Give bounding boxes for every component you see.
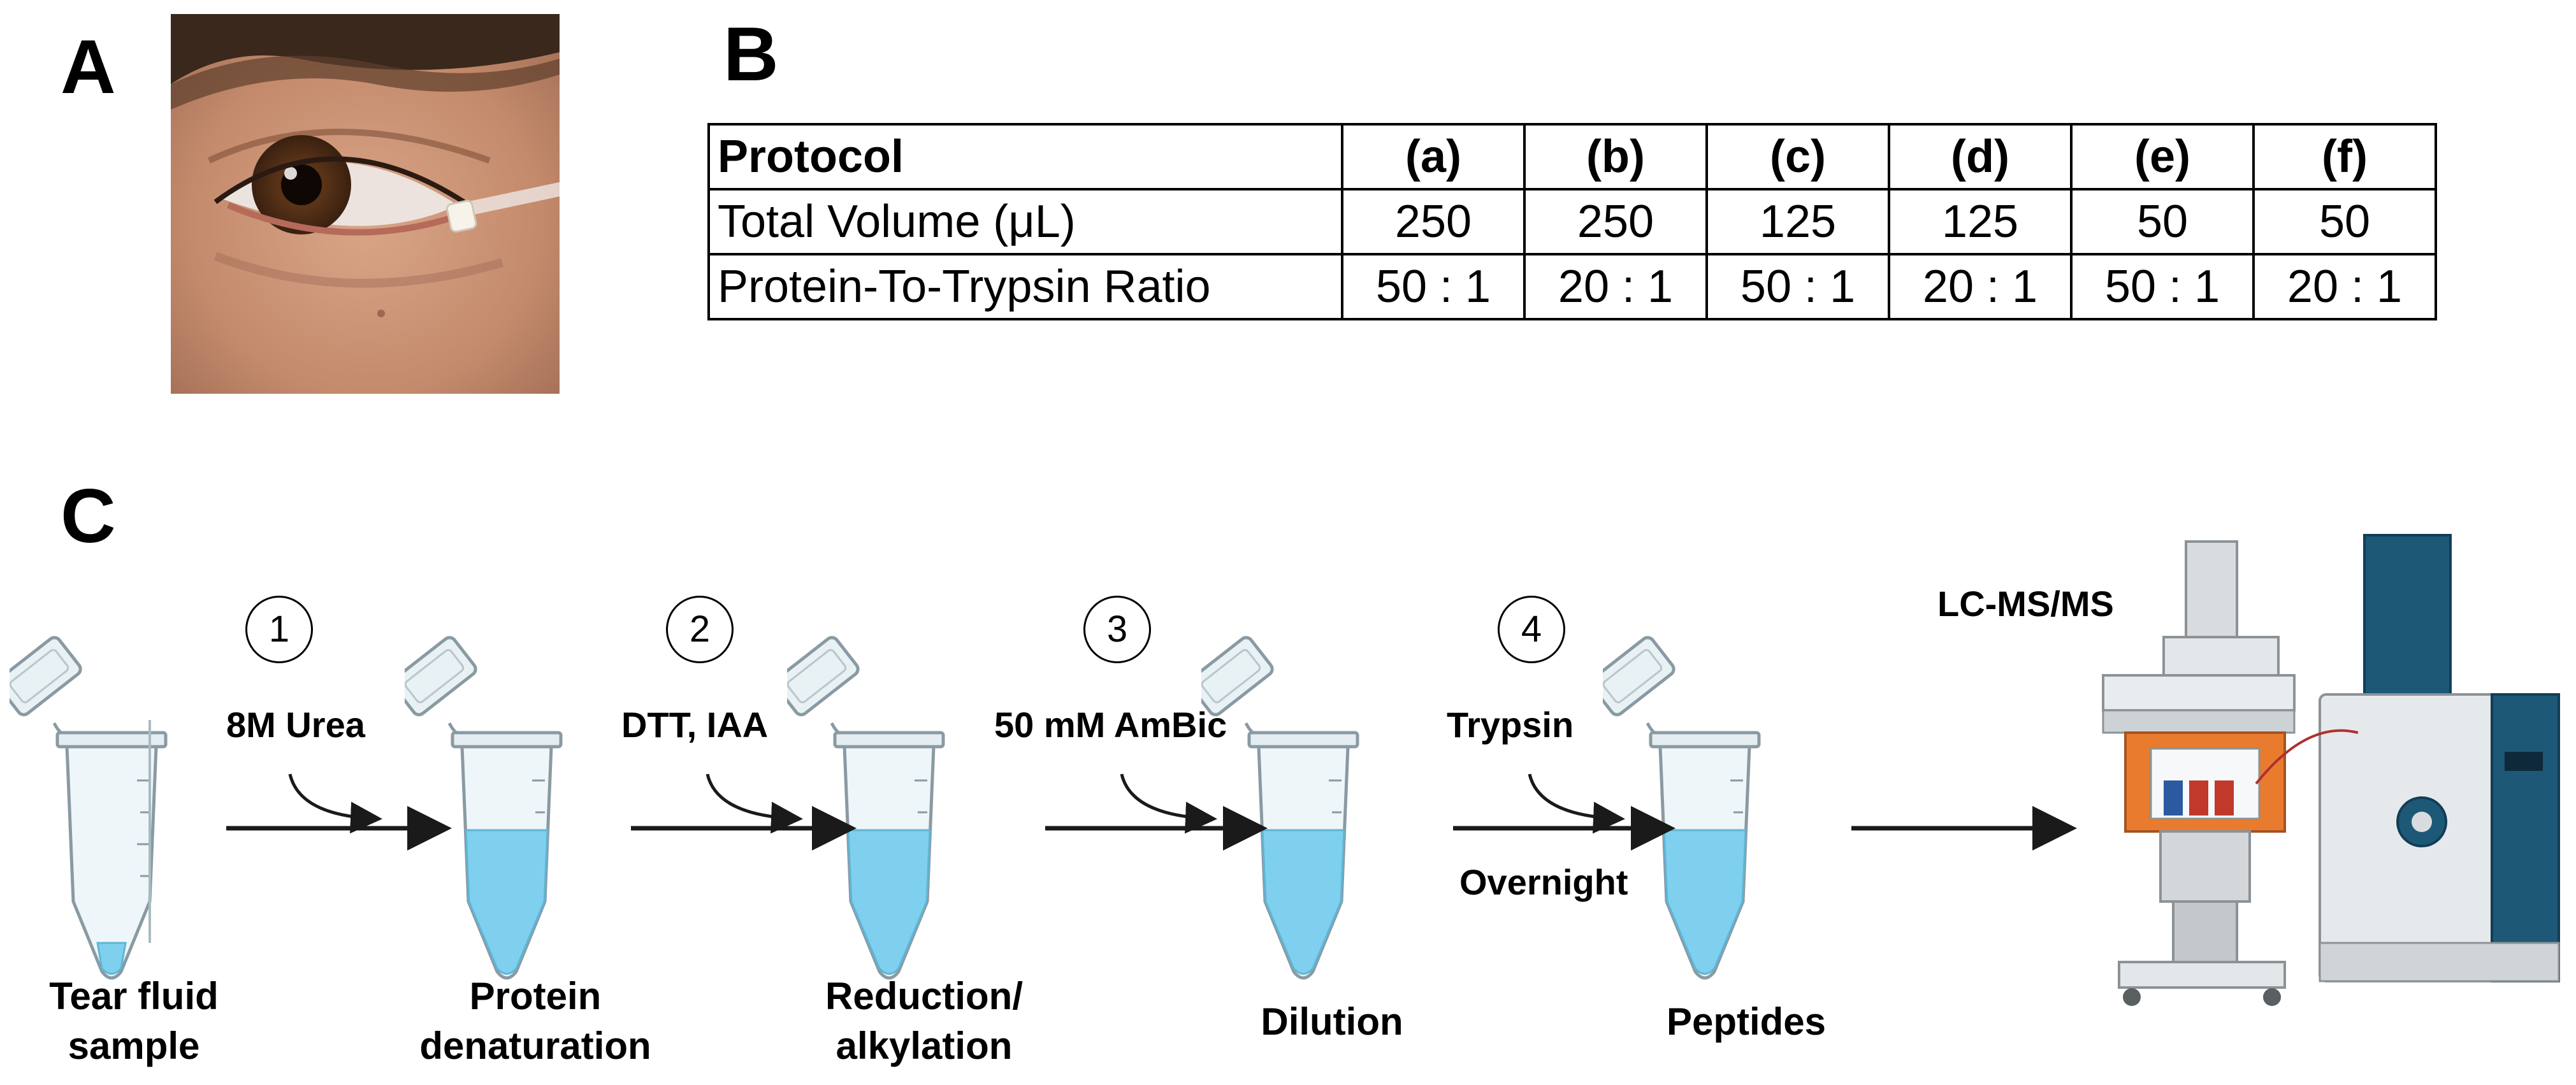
- tube-label-peptides: Peptides: [1606, 997, 1886, 1047]
- lc-ms-instrument: [2102, 534, 2560, 1006]
- table-header-cell: (c): [1705, 123, 1890, 190]
- reagent-arrow-3: [1120, 773, 1217, 834]
- panel-letter-b: B: [723, 11, 779, 97]
- table-cell: 20 : 1: [1888, 253, 2073, 320]
- reagent-arrow-4: [1528, 773, 1625, 834]
- table-cell: 50 : 1: [1341, 253, 1526, 320]
- tube-peptides: [1589, 635, 1759, 978]
- reagent-label-4: Trypsin: [1447, 705, 1574, 745]
- table-row: Protein-To-Trypsin Ratio 50 : 1 20 : 1 5…: [707, 253, 2437, 320]
- tube-label-line: Protein: [469, 975, 602, 1017]
- tube-label-line: sample: [68, 1024, 200, 1067]
- table-cell: 50 : 1: [2070, 253, 2255, 320]
- tube-sample: [0, 635, 166, 978]
- step-number-4: 4: [1498, 596, 1565, 663]
- table-header-cell: (f): [2252, 123, 2437, 190]
- table-header-cell: (d): [1888, 123, 2073, 190]
- reagent-arrow-1: [288, 773, 382, 834]
- eye-photo: [171, 14, 560, 394]
- reagent-label-1: 8M Urea: [226, 705, 365, 745]
- tube-dilution: [1187, 635, 1357, 978]
- reagent-label-3: 50 mM AmBic: [994, 705, 1227, 745]
- tube-denaturation: [391, 635, 561, 978]
- step-number-3: 3: [1083, 596, 1151, 663]
- protocol-table: Protocol (a) (b) (c) (d) (e) (f) Total V…: [707, 123, 2437, 320]
- table-header-cell: (e): [2070, 123, 2255, 190]
- eye-photo-drawing: [171, 14, 560, 394]
- table-cell: 50: [2070, 188, 2255, 255]
- panel-letter-a: A: [61, 24, 116, 110]
- table-cell: 20 : 1: [1523, 253, 1708, 320]
- table-cell: Protein-To-Trypsin Ratio: [707, 253, 1343, 320]
- table-header-cell: (a): [1341, 123, 1526, 190]
- tube-label-sample: Tear fluid sample: [0, 972, 274, 1071]
- tube-label-dilution: Dilution: [1192, 997, 1472, 1047]
- tube-label-line: Dilution: [1261, 1000, 1403, 1043]
- step-number-2: 2: [666, 596, 734, 663]
- reagent-arrow-2: [706, 773, 803, 834]
- tube-label-line: denaturation: [419, 1024, 651, 1067]
- tube-label-reduction: Reduction/ alkylation: [784, 972, 1064, 1071]
- tube-label-denaturation: Protein denaturation: [395, 972, 676, 1071]
- tube-label-line: Peptides: [1666, 1000, 1827, 1043]
- table-header-cell: Protocol: [707, 123, 1343, 190]
- tube-label-line: Tear fluid: [49, 975, 219, 1017]
- table-cell: 50 : 1: [1705, 253, 1890, 320]
- table-cell: 250: [1523, 188, 1708, 255]
- table-cell: 250: [1341, 188, 1526, 255]
- table-cell: Total Volume (μL): [707, 188, 1343, 255]
- step-number-1: 1: [245, 596, 313, 663]
- table-cell: 125: [1705, 188, 1890, 255]
- table-cell: 20 : 1: [2252, 253, 2437, 320]
- table-row: Total Volume (μL) 250 250 125 125 50 50: [707, 188, 2437, 255]
- table-header-cell: (b): [1523, 123, 1708, 190]
- tube-label-line: alkylation: [836, 1024, 1013, 1067]
- tube-reduction: [773, 635, 943, 978]
- table-cell: 125: [1888, 188, 2073, 255]
- instrument-label: LC-MS/MS: [1937, 584, 2114, 624]
- panel-letter-c: C: [61, 473, 116, 559]
- reagent-label-2: DTT, IAA: [621, 705, 769, 745]
- table-header-row: Protocol (a) (b) (c) (d) (e) (f): [707, 123, 2437, 190]
- table-cell: 50: [2252, 188, 2437, 255]
- tube-label-line: Reduction/: [825, 975, 1023, 1017]
- step-note-4: Overnight: [1459, 862, 1628, 902]
